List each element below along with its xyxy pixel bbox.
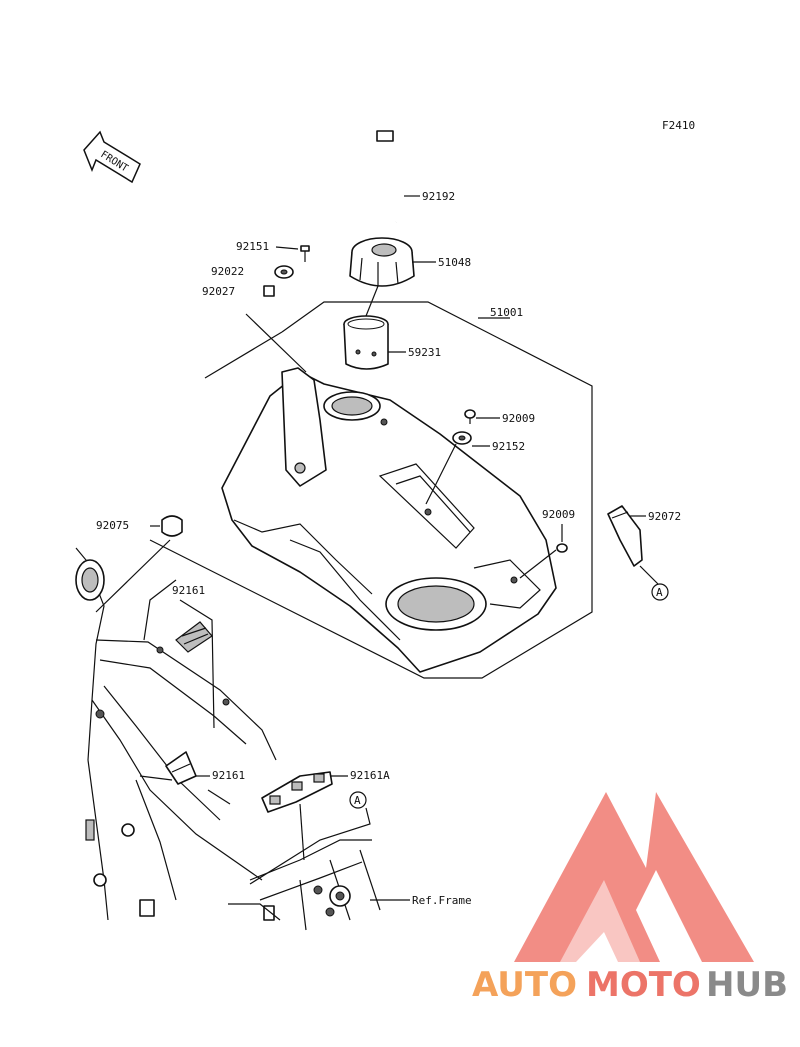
callout-92027: 92027 xyxy=(202,285,235,298)
logo-moto: MOTO xyxy=(586,965,701,1005)
callout-92009-top: 92009 xyxy=(502,412,535,425)
callout-92075: 92075 xyxy=(96,519,129,532)
bolt-92009-side xyxy=(556,543,568,553)
ref-marker-a-right: A xyxy=(651,583,669,601)
automotohub-logo: AUTO MOTO HUB xyxy=(472,792,788,1005)
figure-code: F2410 xyxy=(662,119,695,132)
grommet-92152 xyxy=(452,431,472,445)
callout-59231: 59231 xyxy=(408,346,441,359)
frame xyxy=(75,547,381,931)
bolt-92009-top xyxy=(464,409,476,424)
callout-92152: 92152 xyxy=(492,440,525,453)
pad-92161-lower xyxy=(165,751,197,785)
callout-92192: 92192 xyxy=(422,190,455,203)
breather-hose xyxy=(376,130,437,223)
filler-screen xyxy=(343,315,389,370)
strap-92072 xyxy=(607,505,643,567)
pad-92161A xyxy=(261,771,333,813)
front-arrow-icon: FRONT xyxy=(83,130,141,184)
damper-92075 xyxy=(161,515,183,537)
pad-92161-upper xyxy=(175,621,213,653)
fuel-cap xyxy=(349,237,415,287)
svg-text:A: A xyxy=(354,794,361,807)
washer-92022 xyxy=(274,265,294,279)
svg-text:A: A xyxy=(656,586,663,599)
triangle-logo-icon xyxy=(514,792,754,962)
assembly-bracket-51001 xyxy=(149,285,593,679)
fuel-tank xyxy=(221,367,557,673)
logo-hub: HUB xyxy=(706,965,788,1005)
callout-92022: 92022 xyxy=(211,265,244,278)
bolt-92151 xyxy=(300,245,310,262)
callout-51001: 51001 xyxy=(490,306,523,319)
collar-92027 xyxy=(263,285,275,297)
callout-92009-side: 92009 xyxy=(542,508,575,521)
logo-auto: AUTO xyxy=(472,965,577,1005)
callout-92151: 92151 xyxy=(236,240,269,253)
callout-92161-lower: 92161 xyxy=(212,769,245,782)
callout-92161A: 92161A xyxy=(350,769,390,782)
callout-51048: 51048 xyxy=(438,256,471,269)
ref-marker-a-lower: A xyxy=(349,791,367,809)
callout-92072: 92072 xyxy=(648,510,681,523)
callout-92161-upper: 92161 xyxy=(172,584,205,597)
ref-frame-label: Ref.Frame xyxy=(412,894,472,907)
